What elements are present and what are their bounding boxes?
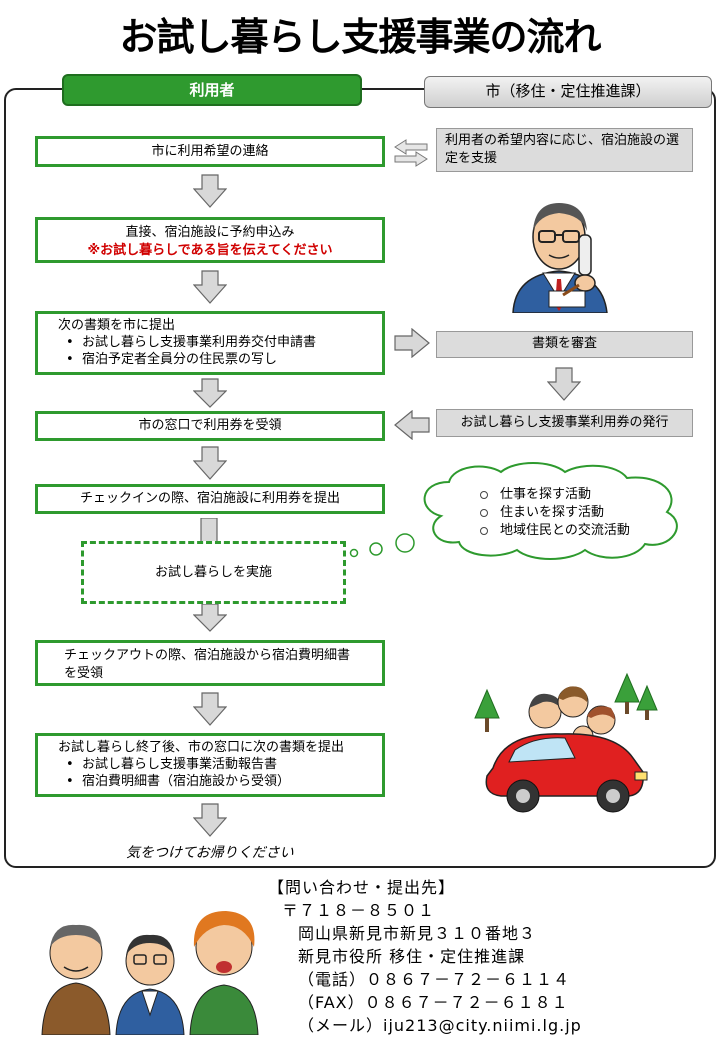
activity-item: 仕事を探す活動 (478, 486, 678, 504)
activity-item: 住まいを探す活動 (478, 504, 678, 522)
step-2-text: 直接、宿泊施設に予約申込み (125, 225, 295, 240)
down-arrow-icon (547, 367, 581, 401)
step-4-text: 市の窓口で利用券を受領 (138, 418, 282, 433)
down-arrow-icon (193, 446, 227, 480)
city-step-3-text: お試し暮らし支援事業利用券の発行 (460, 415, 669, 430)
contact-postal: 〒７１８－８５０１ (282, 901, 436, 920)
step-5-box: チェックインの際、宿泊施設に利用券を提出 (35, 484, 385, 514)
step-3-item: 宿泊予定者全員分の住民票の写し (66, 351, 382, 368)
activity-list: 仕事を探す活動 住まいを探す活動 地域住民との交流活動 (478, 486, 678, 540)
step-8-intro: お試し暮らし終了後、市の窓口に次の書類を提出 (58, 740, 345, 755)
header-city: 市（移住・定住推進課） (424, 76, 712, 108)
activity-item: 地域住民との交流活動 (478, 522, 678, 540)
page-title: お試し暮らし支援事業の流れ (119, 15, 601, 59)
step-4-box: 市の窓口で利用券を受領 (35, 411, 385, 441)
down-arrow-icon (193, 803, 227, 837)
staff-illustration (41, 911, 259, 1035)
step-7-text: チェックアウトの際、宿泊施設から宿泊費明細書を受領 (64, 648, 351, 681)
contact-block: 【問い合わせ・提出先】 〒７１８－８５０１ 岡山県新見市新見３１０番地３ 新見市… (268, 876, 708, 1037)
phone-man-illustration (512, 203, 608, 313)
down-arrow-icon (193, 270, 227, 304)
step-8-box: お試し暮らし終了後、市の窓口に次の書類を提出 お試し暮らし支援事業活動報告書 宿… (35, 733, 385, 797)
step-8-item: 宿泊費明細書（宿泊施設から受領） (66, 773, 382, 790)
city-step-3-box: お試し暮らし支援事業利用券の発行 (436, 409, 693, 437)
exchange-arrows-icon (394, 139, 428, 167)
contact-fax: （FAX）０８６７－７２－６１８１ (298, 993, 569, 1012)
step-3-box: 次の書類を市に提出 お試し暮らし支援事業利用券交付申請書 宿泊予定者全員分の住民… (35, 311, 385, 375)
city-step-1-text: 利用者の希望内容に応じ、宿泊施設の選定を支援 (445, 133, 680, 166)
car-family-illustration (474, 672, 658, 813)
step-7-box: チェックアウトの際、宿泊施設から宿泊費明細書を受領 (35, 640, 385, 686)
step-2-note: ※お試し暮らしである旨を伝えてください (87, 243, 333, 258)
step-5-text: チェックインの際、宿泊施設に利用券を提出 (79, 491, 340, 506)
goodbye-text: 気をつけてお帰りください (126, 845, 294, 861)
header-user: 利用者 (62, 74, 362, 106)
down-arrow-icon (193, 692, 227, 726)
left-arrow-icon (394, 410, 430, 440)
contact-address: 岡山県新見市新見３１０番地３ (298, 924, 537, 943)
right-arrow-icon (394, 328, 430, 358)
contact-office: 新見市役所 移住・定住推進課 (298, 947, 526, 966)
contact-heading: 【問い合わせ・提出先】 (268, 878, 456, 897)
step-3-item: お試し暮らし支援事業利用券交付申請書 (66, 334, 382, 351)
city-step-2-text: 書類を審査 (531, 336, 597, 351)
down-arrow-icon (193, 604, 227, 632)
city-step-2-box: 書類を審査 (436, 331, 693, 358)
contact-mail: （メール）iju213@city.niimi.lg.jp (298, 1016, 582, 1035)
step-6-text: お試し暮らしを実施 (154, 565, 272, 580)
step-3-intro: 次の書類を市に提出 (58, 318, 176, 333)
step-6-box: お試し暮らしを実施 (81, 541, 346, 604)
arrow-stem (200, 518, 218, 542)
step-1-text: 市に利用希望の連絡 (151, 144, 269, 159)
contact-tel: （電話）０８６７－７２－６１１４ (298, 970, 571, 989)
city-step-1-box: 利用者の希望内容に応じ、宿泊施設の選定を支援 (436, 128, 693, 172)
step-2-box: 直接、宿泊施設に予約申込み ※お試し暮らしである旨を伝えてください (35, 217, 385, 263)
down-arrow-icon (193, 174, 227, 208)
step-8-item: お試し暮らし支援事業活動報告書 (66, 756, 382, 773)
step-1-box: 市に利用希望の連絡 (35, 136, 385, 167)
down-arrow-icon (193, 378, 227, 408)
